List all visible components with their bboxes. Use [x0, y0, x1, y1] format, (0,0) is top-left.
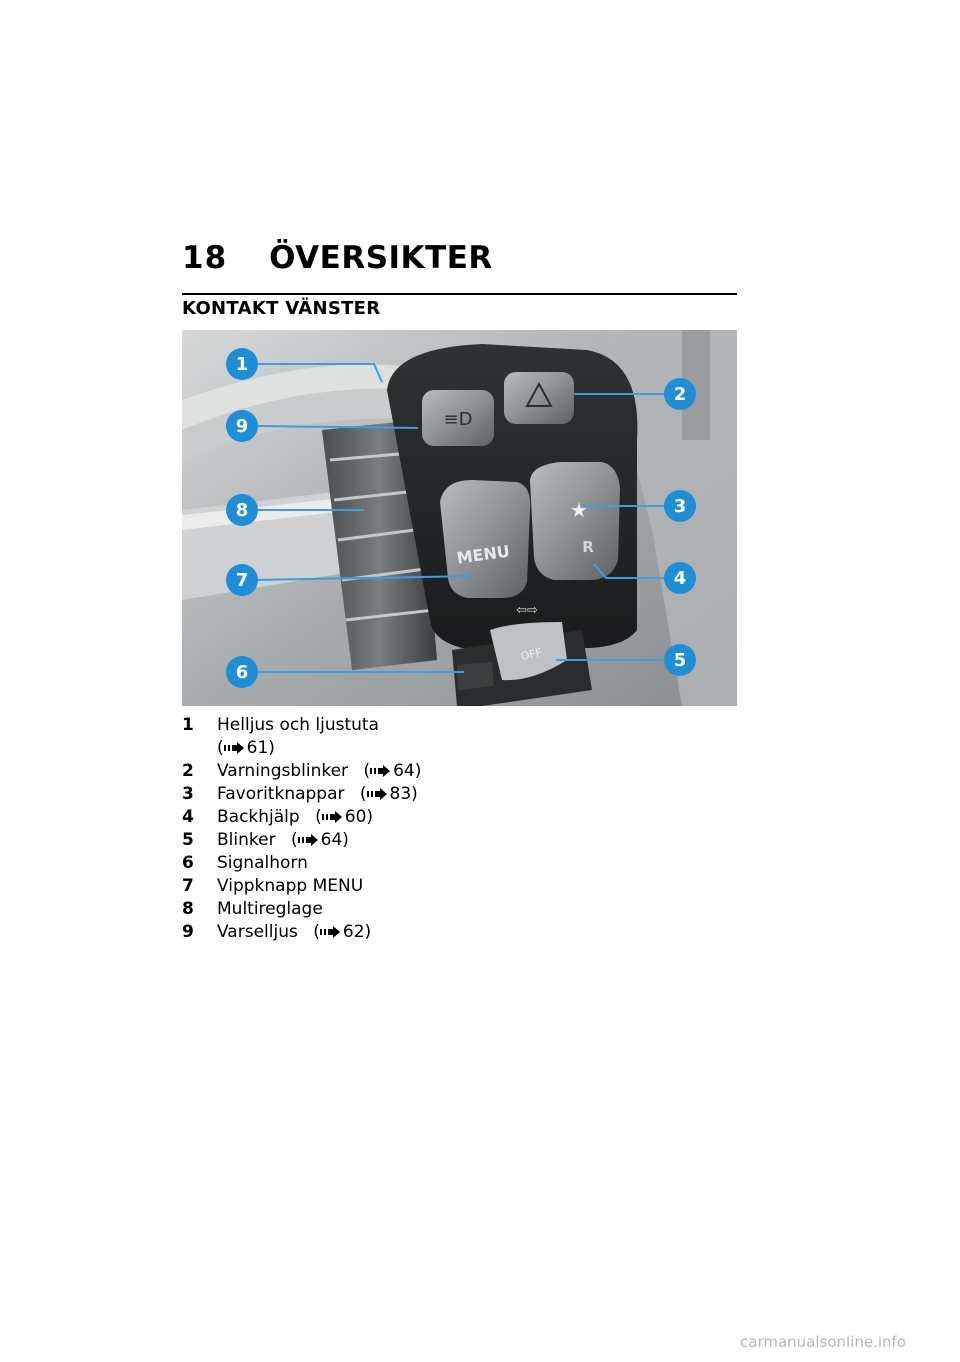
switch-unit-photo: ≡D MENU ★ R OFF ⇦⇨	[182, 330, 737, 706]
page-header: 18 ÖVERSIKTER	[182, 240, 493, 280]
favourite-rocker: ★ R	[530, 462, 620, 580]
legend-text: Varningsblinker	[217, 761, 349, 781]
svg-text:≡D: ≡D	[444, 409, 473, 430]
legend-number: 4	[182, 807, 194, 827]
callout-2: 2	[674, 384, 687, 405]
svg-text:★: ★	[570, 498, 588, 522]
page-reference[interactable]: (62)	[313, 922, 372, 942]
callout-5: 5	[674, 650, 687, 671]
watermark: carmanualsonline.info	[740, 1333, 906, 1351]
legend-item: 3 Favoritknappar (83)	[182, 783, 542, 806]
section-title: KONTAKT VÄNSTER	[182, 298, 381, 319]
page-reference[interactable]: (61)	[217, 738, 275, 758]
legend-number: 1	[182, 715, 194, 735]
legend-item: 7 Vippknapp MENU	[182, 875, 542, 898]
legend-text: Varselljus	[217, 922, 298, 942]
off-label: OFF	[519, 646, 543, 663]
header-rule	[182, 293, 737, 295]
page-reference[interactable]: (64)	[290, 830, 349, 850]
legend-item: 9 Varselljus (62)	[182, 921, 542, 944]
horn-button	[457, 662, 494, 690]
callout-leaders	[253, 363, 666, 673]
legend-item: 8 Multireglage	[182, 898, 542, 921]
chapter-title: ÖVERSIKTER	[269, 240, 493, 276]
legend-item: 1 Helljus och ljustuta (61)	[182, 714, 542, 760]
callout-1: 1	[236, 354, 249, 375]
page-reference-arrow-icon	[297, 834, 318, 846]
legend-item: 5 Blinker (64)	[182, 829, 542, 852]
hazard-button	[504, 372, 574, 424]
legend-text: Blinker	[217, 830, 276, 850]
page-reference[interactable]: (60)	[315, 807, 374, 827]
page-reference[interactable]: (64)	[363, 761, 422, 781]
legend-number: 6	[182, 853, 194, 873]
callout-6: 6	[236, 662, 249, 683]
legend-text: Multireglage	[217, 899, 323, 919]
legend-number: 2	[182, 761, 194, 781]
reverse-label: R	[582, 538, 594, 556]
legend-number: 3	[182, 784, 194, 804]
legend-list: 1 Helljus och ljustuta (61) 2 Varningsbl…	[182, 714, 542, 944]
page-reference-arrow-icon	[321, 811, 342, 823]
callout-7: 7	[236, 570, 249, 591]
page-reference[interactable]: (83)	[359, 784, 418, 804]
svg-text:⇦⇨: ⇦⇨	[516, 603, 538, 618]
callout-9: 9	[236, 416, 249, 437]
daytime-light-button: ≡D	[422, 390, 494, 446]
legend-text: Favoritknappar	[217, 784, 345, 804]
legend-number: 5	[182, 830, 194, 850]
legend-text: Vippknapp MENU	[217, 876, 364, 896]
page-number: 18	[182, 240, 228, 276]
legend-text: Signalhorn	[217, 853, 308, 873]
legend-number: 8	[182, 899, 194, 919]
switch-unit-illustration: ≡D MENU ★ R OFF ⇦⇨	[182, 330, 737, 706]
legend-item: 4 Backhjälp (60)	[182, 806, 542, 829]
callout-8: 8	[236, 500, 249, 521]
legend-text: Helljus och ljustuta	[217, 715, 379, 735]
legend-item: 2 Varningsblinker (64)	[182, 760, 542, 783]
callout-markers	[226, 348, 696, 688]
legend-number: 9	[182, 922, 194, 942]
indicator-switch: OFF ⇦⇨	[490, 603, 567, 681]
legend-number: 7	[182, 876, 194, 896]
page-reference-arrow-icon	[319, 926, 340, 938]
legend-text: Backhjälp	[217, 807, 300, 827]
page-reference-arrow-icon	[223, 742, 244, 754]
callout-4: 4	[674, 568, 687, 589]
menu-rocker: MENU	[440, 480, 531, 598]
page-reference-arrow-icon	[366, 788, 387, 800]
legend-item: 6 Signalhorn	[182, 852, 542, 875]
callout-3: 3	[674, 496, 687, 517]
page-reference-arrow-icon	[370, 765, 391, 777]
